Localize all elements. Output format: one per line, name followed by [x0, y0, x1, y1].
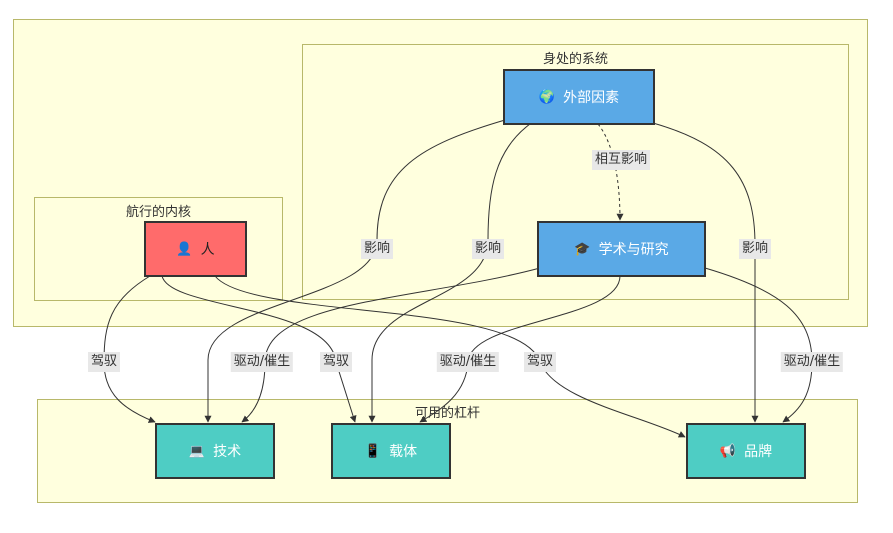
node-brand-label: 品牌 — [744, 444, 773, 460]
computer-icon: 💻 — [188, 443, 206, 459]
core-cluster-title: 航行的内核 — [125, 205, 191, 220]
node-brand[interactable]: 📢 品牌 — [686, 423, 806, 479]
node-person[interactable]: 👤 人 — [144, 221, 247, 277]
edge-label-drive-carrier: 驾驭 — [319, 352, 353, 372]
node-person-label: 人 — [200, 242, 215, 258]
edge-external-academic — [597, 123, 624, 221]
edge-label-drive-urge-carrier: 驱动/催生 — [436, 352, 500, 372]
edge-label-drive-urge-tech: 驱动/催生 — [230, 352, 294, 372]
edge-label-drive-tech: 驾驭 — [87, 352, 121, 372]
edge-label-influence-brand: 影响 — [738, 239, 772, 259]
edge-academic-tech — [241, 267, 541, 423]
system-cluster-title: 身处的系统 — [542, 52, 608, 67]
phone-icon: 📱 — [364, 443, 382, 459]
edge-person-tech — [103, 275, 156, 423]
globe-icon: 🌍 — [538, 89, 556, 105]
edge-person-carrier — [161, 275, 357, 423]
edge-label-drive-urge-brand: 驱动/催生 — [780, 352, 844, 372]
edge-label-drive-brand: 驾驭 — [523, 352, 557, 372]
node-technology-label: 技术 — [213, 444, 242, 460]
edge-academic-brand — [704, 267, 813, 423]
edge-label-interact: 相互影响 — [591, 150, 651, 170]
edge-external-tech — [204, 119, 506, 423]
node-academic-research[interactable]: 🎓 学术与研究 — [537, 221, 706, 277]
node-technology[interactable]: 💻 技术 — [155, 423, 275, 479]
person-icon: 👤 — [176, 241, 193, 257]
edge-academic-carrier — [419, 275, 621, 423]
megaphone-icon: 📢 — [719, 443, 737, 459]
node-external-factors[interactable]: 🌍 外部因素 — [503, 69, 655, 125]
edge-external-brand — [652, 122, 759, 423]
edge-label-influence-tech: 影响 — [360, 239, 394, 259]
edge-external-carrier — [368, 123, 531, 423]
graduation-cap-icon: 🎓 — [574, 241, 591, 257]
node-carrier-label: 载体 — [389, 444, 418, 460]
levers-cluster-title: 可用的杠杆 — [414, 406, 480, 421]
node-academic-label: 学术与研究 — [598, 242, 669, 258]
node-external-label: 外部因素 — [563, 90, 620, 106]
edge-person-brand — [214, 275, 686, 438]
edge-label-influence-carrier: 影响 — [471, 239, 505, 259]
node-carrier[interactable]: 📱 载体 — [331, 423, 451, 479]
